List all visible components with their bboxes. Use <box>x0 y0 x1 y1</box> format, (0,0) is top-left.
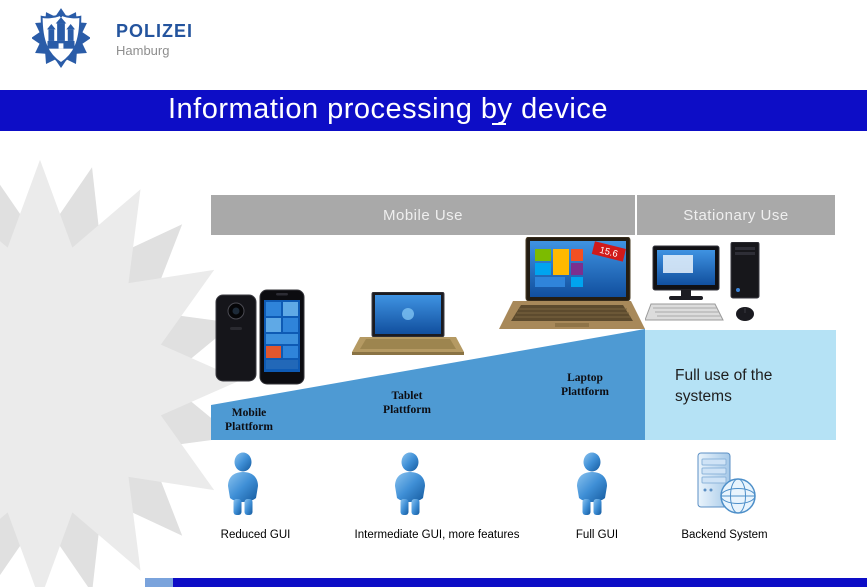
label-mobile-plattform: Mobile Plattform <box>225 407 273 433</box>
polizei-logo: POLIZEI Hamburg <box>32 8 193 70</box>
header-stationary-use: Stationary Use <box>637 195 835 235</box>
label-full-gui: Full GUI <box>575 529 619 541</box>
police-star-watermark-icon <box>0 159 242 587</box>
label-reduced-gui: Reduced GUI <box>220 529 291 541</box>
server-globe-icon <box>697 452 756 514</box>
logo-text: POLIZEI Hamburg <box>116 21 193 58</box>
laptop-size-badge: 15.6 <box>598 245 619 260</box>
smartphone-icon <box>215 289 305 385</box>
logo-org: POLIZEI <box>116 20 194 41</box>
mobile-platform-ramp <box>211 329 645 440</box>
label-laptop-plattform: Laptop Plattform <box>561 372 609 398</box>
full-use-box: Full use of the systems <box>645 330 836 440</box>
user-figure-icon <box>228 452 258 515</box>
user-figure-icon <box>395 452 425 515</box>
bottom-accent-bar-light <box>145 578 173 587</box>
tablet-icon <box>352 292 464 355</box>
slide-title: Information processing by device <box>168 93 608 125</box>
label-intermediate-gui: Intermediate GUI, more features <box>354 529 520 541</box>
label-tablet-plattform: Tablet Plattform <box>383 390 431 416</box>
user-figure-icon <box>577 452 607 515</box>
full-use-label: Full use of the systems <box>675 367 773 405</box>
label-backend-system: Backend System <box>681 529 768 541</box>
title-underline <box>492 123 506 125</box>
header-mobile-use: Mobile Use <box>211 195 635 235</box>
desktop-pc-icon <box>645 242 760 321</box>
bottom-accent-bar <box>145 578 867 587</box>
polizei-crest-icon <box>32 8 90 68</box>
title-bar: Information processing by device <box>0 90 867 131</box>
laptop-icon: 15.6 <box>499 237 645 329</box>
logo-city: Hamburg <box>116 42 170 58</box>
